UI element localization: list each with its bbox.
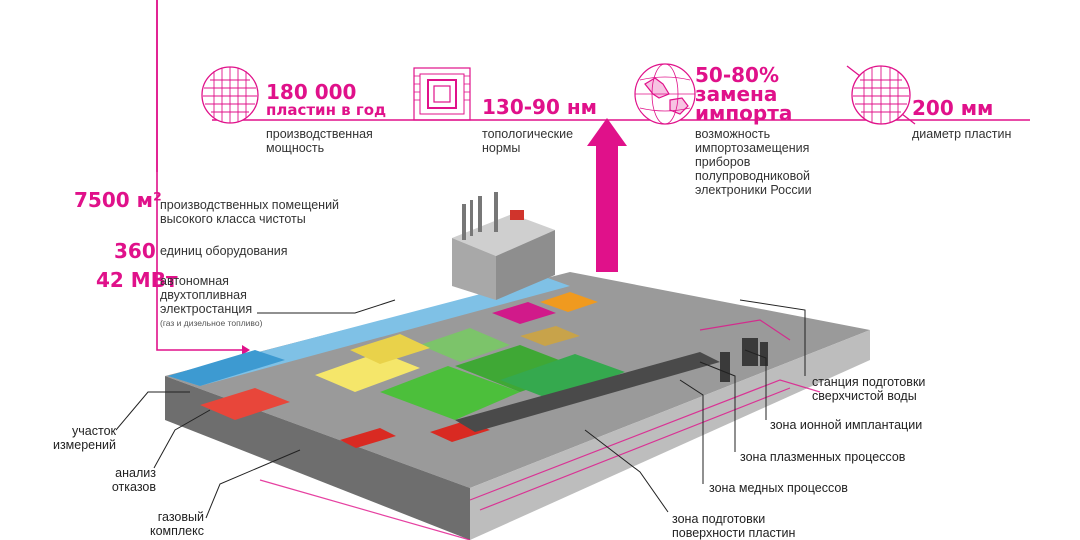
power-value: 42 МВт xyxy=(96,268,178,292)
stat-import-desc: возможность импортозамещения приборов по… xyxy=(695,127,812,197)
leader-lines xyxy=(115,299,806,519)
stat-capacity-value: 180 000 xyxy=(266,80,357,104)
building-illustration xyxy=(165,192,870,540)
chip-icon xyxy=(413,67,471,121)
zone-label-water-station: станция подготовки сверхчистой воды xyxy=(812,375,926,403)
zone-label-plasma: зона плазменных процессов xyxy=(740,450,906,464)
wafer-diameter-icon xyxy=(846,65,916,125)
zone-label-gas-complex: газовый комплекс xyxy=(149,510,204,538)
globe-icon xyxy=(634,63,696,125)
zone-label-measurements: участок измерений xyxy=(52,424,116,452)
stat-topology-desc: топологические нормы xyxy=(482,127,574,155)
power-desc: автономная двухтопливная электростанция xyxy=(160,274,253,316)
stat-capacity-unit: пластин в год xyxy=(266,101,387,119)
zone-label-ion-implant: зона ионной имплантации xyxy=(770,418,923,432)
stat-diameter-value: 200 мм xyxy=(912,96,994,120)
stat-import-label: замена импорта xyxy=(695,82,793,125)
zone-label-surface-prep: зона подготовки поверхности пластин xyxy=(672,512,796,540)
stat-capacity-desc: производственная мощность xyxy=(266,127,373,155)
power-note: (газ и дизельное топливо) xyxy=(160,318,263,328)
zone-label-failure-analysis: анализ отказов xyxy=(111,466,156,494)
stat-import-percent: 50-80% xyxy=(695,63,780,87)
equipment-value: 360 xyxy=(114,239,156,263)
equipment-desc: единиц оборудования xyxy=(160,244,288,258)
stat-topology-value: 130-90 нм xyxy=(482,95,598,119)
area-desc: производственных помещений высокого клас… xyxy=(160,198,340,226)
wafer-icon xyxy=(201,66,259,124)
zone-label-copper: зона медных процессов xyxy=(709,481,848,495)
up-arrow-icon xyxy=(587,118,627,272)
stat-import-value: 50-80% замена импорта xyxy=(695,63,795,125)
stat-diameter-desc: диаметр пластин xyxy=(912,127,1012,141)
area-value: 7500 м² xyxy=(74,188,162,212)
